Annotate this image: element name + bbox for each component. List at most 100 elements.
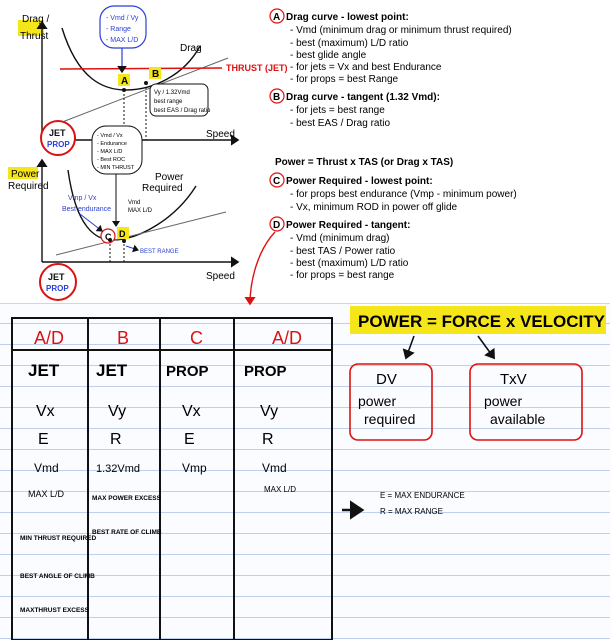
power-available-box <box>469 363 583 441</box>
pbubble-1: - Vmd / Vx <box>97 133 123 139</box>
a-item-5: - for props = best Range <box>290 74 399 85</box>
right-notes: A Drag curve - lowest point: - Vmd (mini… <box>269 8 517 281</box>
power-curve-label-1: Power <box>155 172 184 183</box>
c2-r5: BEST RATE OF CLIMB <box>92 529 162 536</box>
formula-block: POWER = FORCE x VELOCITY DV power requir… <box>349 306 606 441</box>
circle-top-jet: JET <box>49 128 66 138</box>
d-item-2: - best TAS / Power ratio <box>290 246 396 257</box>
point-c-label: C <box>105 232 112 242</box>
pbubble-4: - Best ROC <box>97 157 125 163</box>
power-tangent <box>55 211 227 256</box>
circle-bottom-jet: JET <box>48 272 65 282</box>
box-line-1: Vy / 1.32Vmd <box>154 90 190 96</box>
power-required-1: power <box>358 393 396 409</box>
c4-r4: MAX L/D <box>264 485 296 494</box>
d-title: Power Required - tangent: <box>286 220 410 231</box>
c-item-2: - Vx, minimum ROD in power off glide <box>290 202 458 213</box>
dv-label: DV <box>376 371 397 388</box>
speed-axis-label-2: Speed <box>206 271 235 282</box>
a-item-3: - best glide angle <box>290 50 367 61</box>
speed-axis-label: Speed <box>206 129 235 140</box>
vmd-note-2: MAX L/D <box>128 208 153 214</box>
c2-r1: Vy <box>108 403 126 420</box>
a-item-1: - Vmd (minimum drag or minimum thrust re… <box>290 25 512 36</box>
c2-r4: MAX POWER EXCESS <box>92 495 162 502</box>
vmp-note-1: Vmp / Vx <box>68 195 97 202</box>
type-4: PROP <box>244 363 287 380</box>
thrust-line <box>59 67 223 70</box>
drag-curve-label: Drag <box>180 43 202 54</box>
thrust-axis-label: Thrust <box>20 31 49 42</box>
bubble-line-1: - Vmd / Vy <box>106 15 139 22</box>
a-item-4: - for jets = Vx and best Endurance <box>290 62 442 73</box>
formula-title: POWER = FORCE x VELOCITY <box>358 312 606 331</box>
header-2: B <box>117 328 129 348</box>
c1-r2: E <box>38 431 49 448</box>
type-2: JET <box>96 361 128 380</box>
b-note-box <box>149 83 209 117</box>
pbubble-5: - MIN THRUST <box>97 165 135 171</box>
box-line-3: best EAS / Drag ratio <box>154 108 211 114</box>
tangent-line <box>51 57 229 127</box>
c2-r3: 1.32Vmd <box>96 463 140 475</box>
txv-label: TxV <box>500 371 527 388</box>
c4-r2: R <box>262 431 274 448</box>
power-bubble <box>91 125 143 175</box>
circle-bottom-prop: PROP <box>46 284 69 293</box>
jet-prop-circle-bottom <box>39 263 77 301</box>
point-b-label: B <box>152 69 159 80</box>
b-item-2: - best EAS / Drag ratio <box>290 118 390 129</box>
header-1: A/D <box>34 328 64 348</box>
vmp-note-2: Best endurance <box>62 206 111 213</box>
c1-r4: MAX L/D <box>28 489 65 499</box>
c-title: Power Required - lowest point: <box>286 176 433 187</box>
c3-r3: Vmp <box>182 461 207 475</box>
point-b-tag <box>149 67 161 79</box>
power-required-box <box>349 363 433 441</box>
legend-line-1: E = MAX ENDURANCE <box>380 491 465 500</box>
best-range-note: BEST RANGE <box>140 249 179 255</box>
c3-r1: Vx <box>182 403 201 420</box>
header-4: A/D <box>272 328 302 348</box>
jet-prop-circle-top <box>40 120 76 156</box>
header-3: C <box>190 328 203 348</box>
c-item-1: - for props best endurance (Vmp - minimu… <box>290 189 517 200</box>
a-item-2: - best (maximum) L/D ratio <box>290 38 409 49</box>
c1-r5: MIN THRUST REQUIRED <box>20 535 97 542</box>
drag-graph: Drag / Thrust Speed Drag THRUST (JET) A … <box>18 5 288 156</box>
bubble-line-3: - MAX L/D <box>106 37 138 44</box>
power-equation: Power = Thrust x TAS (or Drag x TAS) <box>275 157 453 168</box>
legend-line-2: R = MAX RANGE <box>380 507 443 516</box>
c1-r7: MAXTHRUST EXCESS <box>20 607 90 614</box>
b-tag: B <box>273 92 280 103</box>
power-required-2: required <box>364 411 415 427</box>
summary-table: A/D B C A/D JET JET PROP PROP Vx E Vmd M… <box>11 317 333 640</box>
power-axis-label: Power <box>11 169 40 180</box>
type-3: PROP <box>166 363 209 380</box>
power-available-1: power <box>484 393 522 409</box>
a-tag: A <box>273 12 280 23</box>
thrust-label: THRUST (JET) <box>226 63 288 73</box>
legend-block: E = MAX ENDURANCE R = MAX RANGE <box>342 491 465 520</box>
a-title: Drag curve - lowest point: <box>286 12 409 23</box>
c1-r6: BEST ANGLE OF CLIMB <box>20 573 95 580</box>
d-item-1: - Vmd (minimum drag) <box>290 233 389 244</box>
circle-top-prop: PROP <box>47 140 70 149</box>
point-a-label: A <box>121 76 128 87</box>
c3-r2: E <box>184 431 195 448</box>
d-tag: D <box>273 220 280 231</box>
b-title: Drag curve - tangent (1.32 Vmd): <box>286 92 440 103</box>
drag-axis-label: Drag / <box>22 14 49 25</box>
c1-r1: Vx <box>36 403 55 420</box>
blue-bubble <box>99 5 147 49</box>
power-available-2: available <box>490 411 545 427</box>
c-tag: C <box>273 176 280 187</box>
power-curve-label-2: Required <box>142 183 183 194</box>
b-item-1: - for jets = best range <box>290 105 385 116</box>
vmd-note-1: Vmd <box>128 200 140 206</box>
c4-r3: Vmd <box>262 461 287 475</box>
point-d-label: D <box>119 229 126 239</box>
c2-r2: R <box>110 431 122 448</box>
point-a-tag <box>118 74 130 86</box>
